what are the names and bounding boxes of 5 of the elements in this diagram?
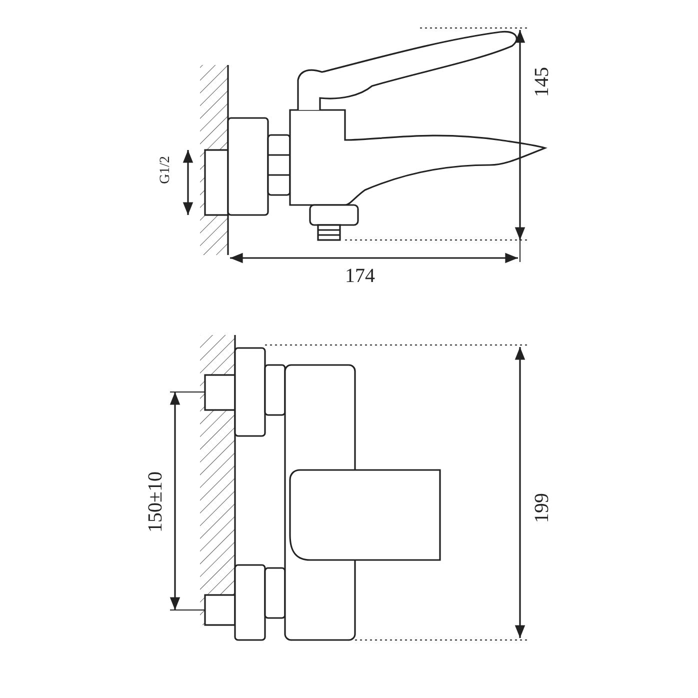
dimension-label: 150±10 (145, 472, 165, 532)
dimension-label: G1/2 (159, 156, 173, 184)
dimension-label: 145 (532, 67, 552, 97)
dimension-label: 174 (345, 266, 375, 286)
dimension-label: 199 (532, 493, 552, 523)
